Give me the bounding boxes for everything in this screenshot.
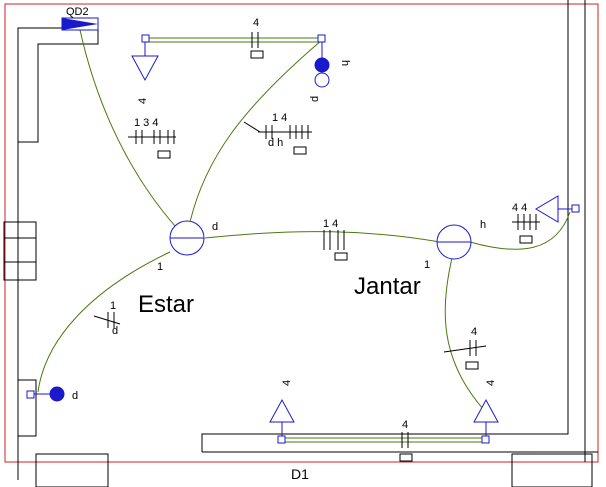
wire-switch-to-estar [189,39,323,223]
outlet-bottom-left[interactable]: 4 [269,380,295,436]
walls [3,0,598,487]
cl-left-diag-top: 1 3 4 [134,117,158,129]
wall-lower-left-return [18,379,37,437]
outlet-bottom-left-circuit: 4 [281,380,293,386]
wiring [37,29,571,411]
switch-top-ref-h: h [339,60,351,66]
panel-qd2[interactable]: QD2 [61,6,99,31]
window-left [3,221,37,281]
conduit-runs [148,37,484,443]
cl-between-lamps-top: 1 4 [323,218,338,230]
cl-top-run-top: 4 [253,17,259,29]
cl-jantar-down-top: 4 [471,326,477,338]
outlet-bottom-right-circuit: 4 [485,380,497,386]
cl-right-diag-bottom: d h [268,137,283,149]
switch-lower-left-ref: d [72,390,78,402]
wire-estar-to-jantar [204,231,441,243]
wire-jantar-to-right-outlet [469,211,571,250]
cl-lower-left-bottom: d [112,325,118,337]
switch-top-ref-d: d [309,96,321,102]
cl-right-diag-top: 1 4 [272,112,287,124]
wire-estar-to-switch [37,251,171,393]
outlet-top[interactable]: 4 [131,42,159,104]
outlet-top-circuit: 4 [137,98,149,104]
door-frame-right [511,453,593,487]
outlet-bottom-right[interactable]: 4 [473,380,499,436]
room-name-estar: Estar [138,291,194,318]
wire-panel-to-estar [79,29,187,239]
switch-lower-left[interactable]: d [34,386,78,402]
switch-top[interactable]: h d [309,42,351,102]
wall-outer-left [17,27,98,480]
lamp-jantar-circuit: 1 [424,259,430,271]
lamp-jantar-switch-ref: h [480,219,486,231]
lamp-estar[interactable]: d 1 [157,220,218,273]
outlet-right[interactable] [535,195,572,223]
room-name-jantar: Jantar [354,273,421,300]
cl-right-wall-top: 4 4 [512,202,527,214]
door-label: D1 [291,466,309,482]
lamp-estar-circuit: 1 [157,261,163,273]
panel-label: QD2 [66,6,89,18]
lamp-jantar[interactable]: h 1 [424,219,486,271]
cl-bottom-run-top: 4 [402,419,408,431]
lamp-estar-switch-ref: d [212,221,218,233]
wall-bottom [201,433,568,452]
cl-lower-left-top: 1 [110,300,116,312]
conduit-markers: 4 1 3 4 1 4 d h 1 4 [93,17,540,462]
door-frame-left [35,453,109,487]
wall-top-left-return [18,28,99,143]
wire-jantar-to-outlet [444,257,485,411]
sheet-border [4,3,599,463]
